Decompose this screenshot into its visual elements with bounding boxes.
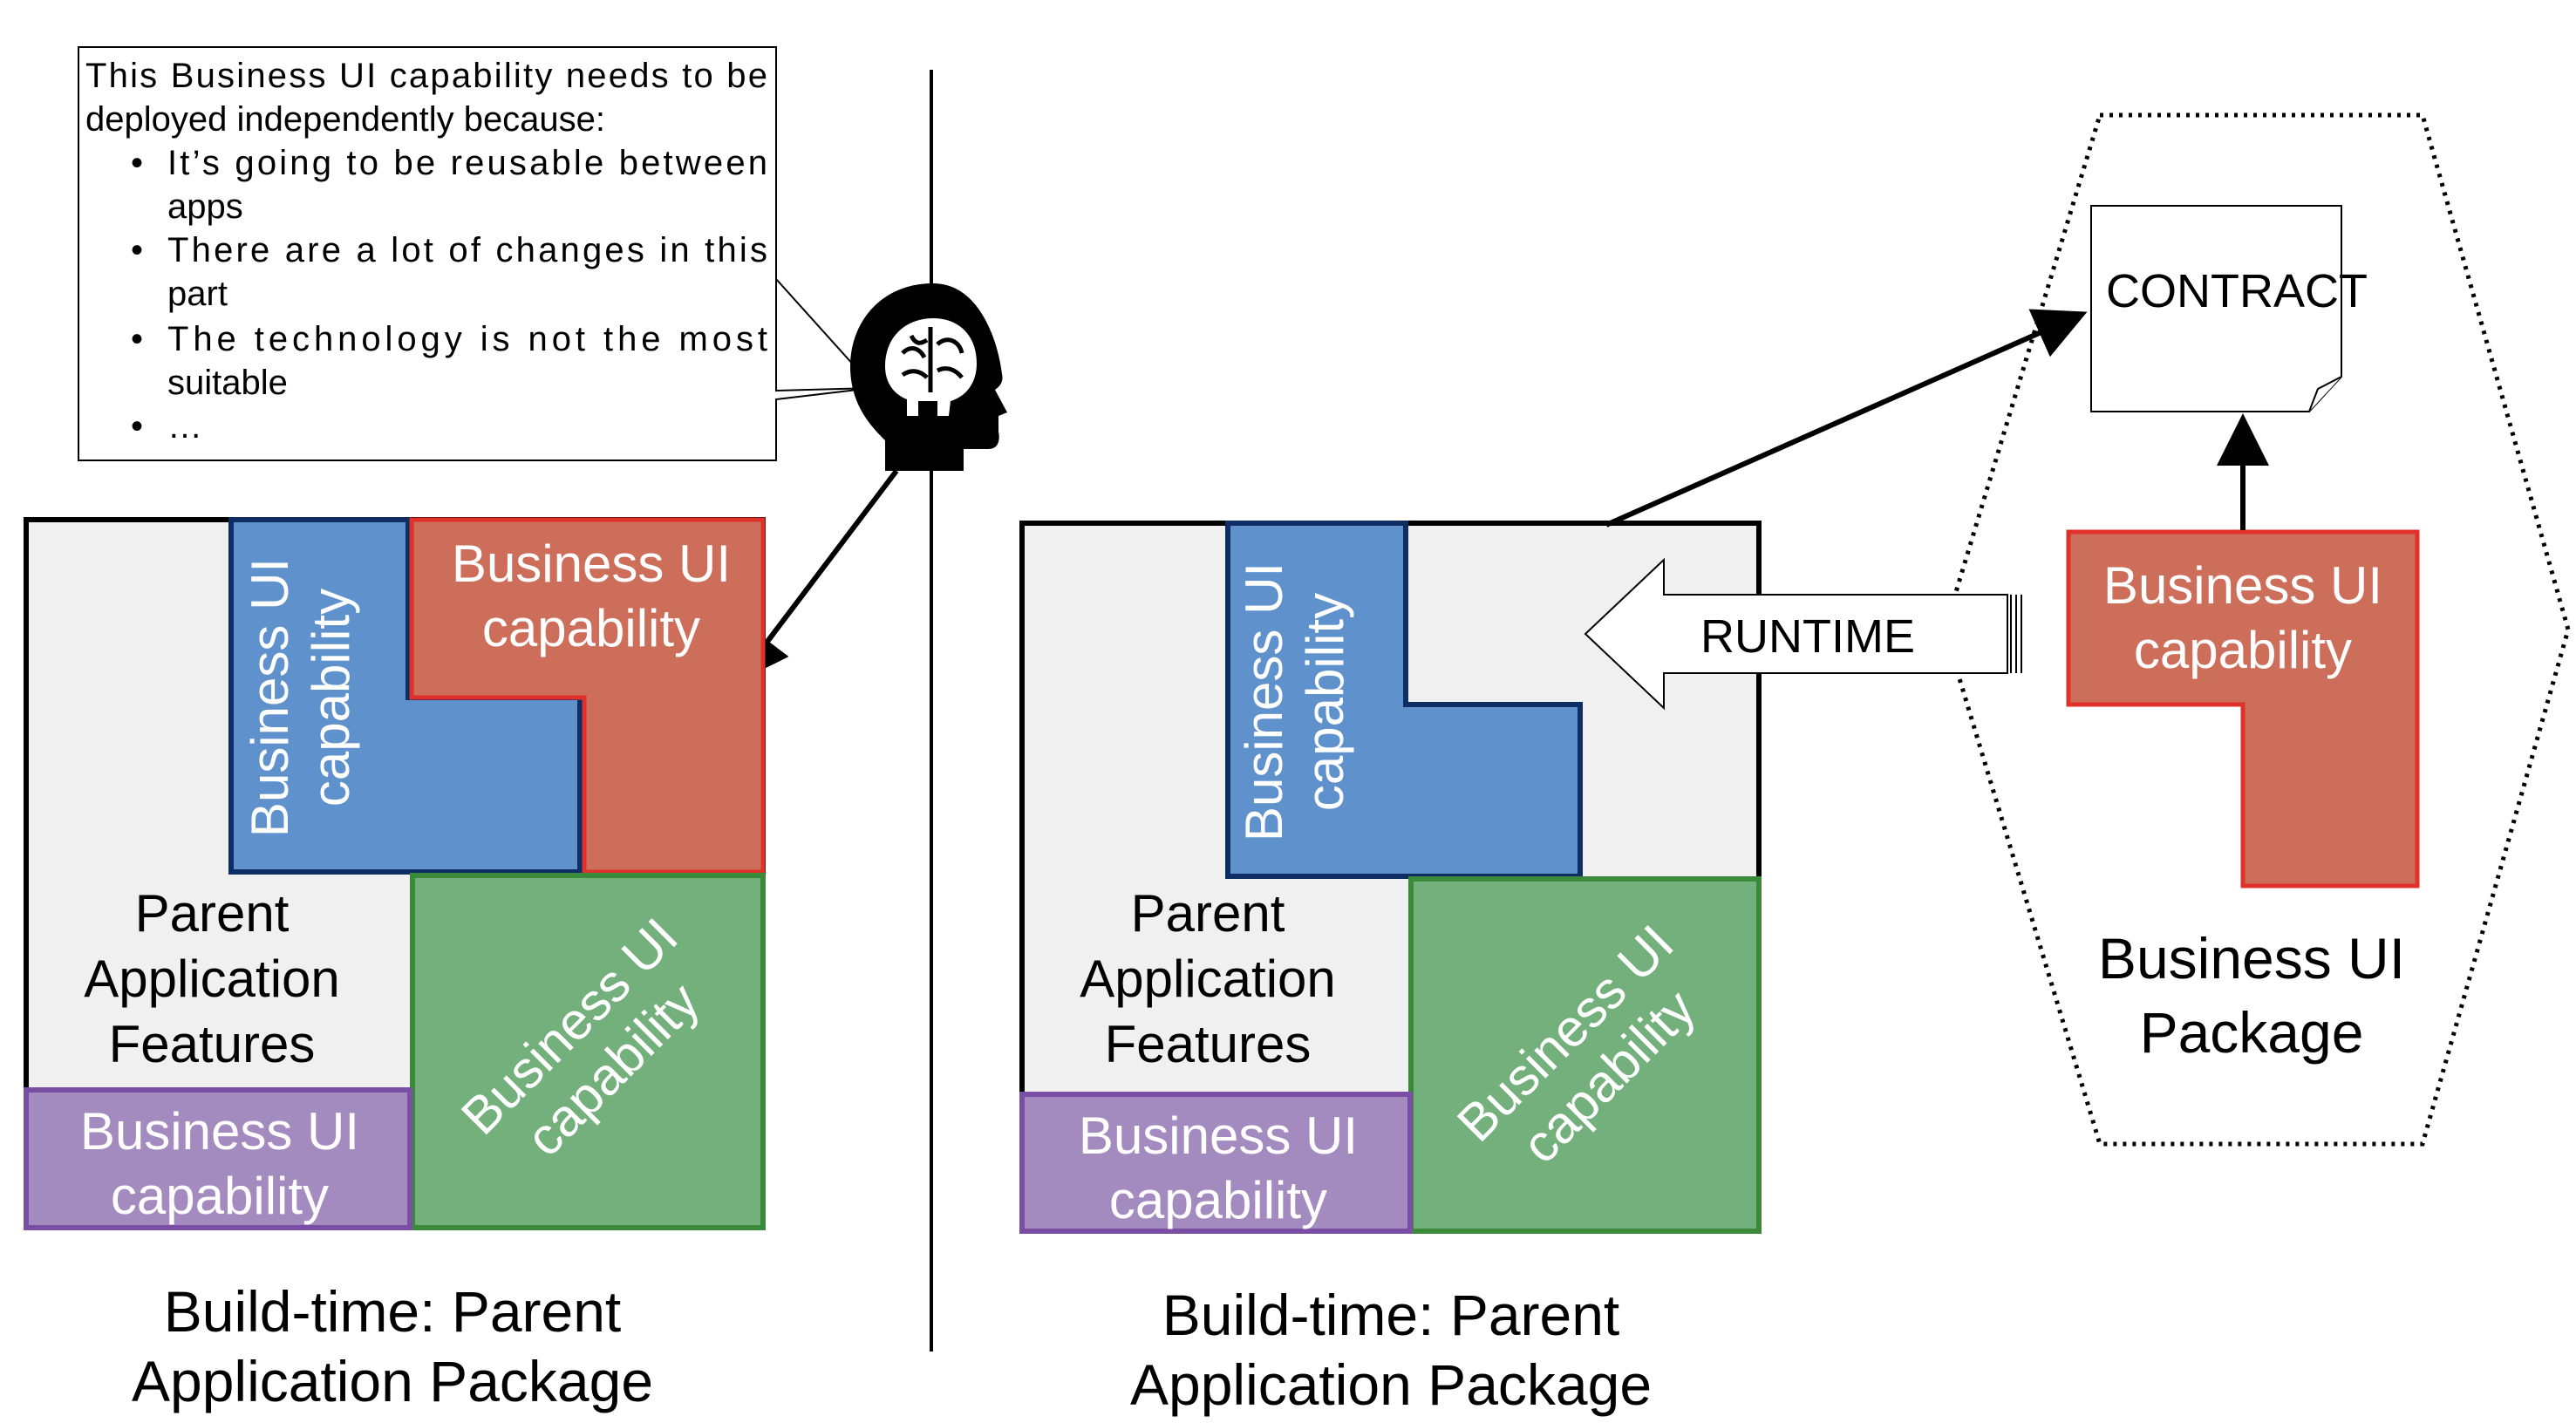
left-green-capability-block	[410, 873, 766, 1230]
right-purple-capability-block	[1019, 1092, 1413, 1234]
left-blue-label-1: Business UI	[241, 558, 299, 837]
note-line-3: It’s going to be reusable between	[167, 144, 767, 182]
contract-document: CONTRACT	[2090, 205, 2368, 412]
left-red-label-2: capability	[482, 599, 700, 657]
business-ui-package: CONTRACT Business UI capability Business…	[1942, 112, 2571, 1147]
note-line-2: deployed independently because:	[85, 100, 605, 139]
note-line-6: part	[167, 275, 228, 313]
note-bullet-3: •	[131, 320, 143, 358]
left-red-label-1: Business UI	[452, 534, 731, 593]
right-blue-capability-block	[1225, 521, 1583, 879]
note-bullet-4: •	[131, 407, 143, 446]
parent-to-contract-arrow	[1605, 309, 2088, 528]
package-title-line-1: Business UI	[2098, 926, 2405, 991]
package-red-label-1: Business UI	[2103, 556, 2382, 615]
left-parent-label-2: Application	[84, 950, 340, 1008]
note-callout: This Business UI capability needs to be …	[78, 46, 873, 461]
right-parent-label-2: Application	[1080, 950, 1336, 1008]
left-caption-line-1: Build-time: Parent	[164, 1279, 622, 1344]
package-red-capability-block	[2066, 529, 2420, 889]
note-line-4: apps	[167, 187, 243, 226]
right-purple-label-2: capability	[1109, 1171, 1327, 1229]
left-parent-label-1: Parent	[135, 884, 290, 943]
left-caption-line-2: Application Package	[132, 1349, 653, 1413]
right-parent-label-3: Features	[1105, 1015, 1312, 1073]
right-blue-label-2: capability	[1296, 593, 1354, 811]
right-caption-line-1: Build-time: Parent	[1162, 1283, 1620, 1347]
right-caption-line-2: Application Package	[1130, 1352, 1652, 1417]
left-red-capability-block	[409, 517, 766, 875]
left-purple-capability-block	[24, 1087, 412, 1230]
package-title-line-2: Package	[2140, 1000, 2364, 1065]
left-parent-package: Business UI capability Business UI capab…	[24, 517, 766, 1230]
right-blue-label-1: Business UI	[1235, 562, 1293, 841]
package-red-label-2: capability	[2134, 621, 2352, 679]
left-blue-label-2: capability	[302, 589, 360, 807]
note-line-9: …	[167, 407, 202, 446]
note-bullet-2: •	[131, 231, 143, 269]
human-head-brain-icon	[850, 283, 1007, 471]
note-line-1: This Business UI capability needs to be	[85, 57, 767, 95]
right-parent-package: Business UI capability Business UI capab…	[1019, 521, 1762, 1234]
left-parent-label-3: Features	[109, 1015, 316, 1073]
right-purple-label-1: Business UI	[1079, 1106, 1358, 1165]
note-line-8: suitable	[167, 364, 288, 402]
contract-label: CONTRACT	[2106, 265, 2368, 317]
left-purple-label-1: Business UI	[80, 1102, 359, 1161]
note-bullet-1: •	[131, 144, 143, 182]
left-purple-label-2: capability	[111, 1167, 329, 1225]
right-parent-label-1: Parent	[1131, 884, 1285, 943]
note-line-5: There are a lot of changes in this	[167, 231, 767, 269]
right-green-capability-block	[1408, 876, 1762, 1234]
runtime-label: RUNTIME	[1700, 610, 1915, 663]
runtime-arrow: RUNTIME	[1584, 557, 2022, 711]
